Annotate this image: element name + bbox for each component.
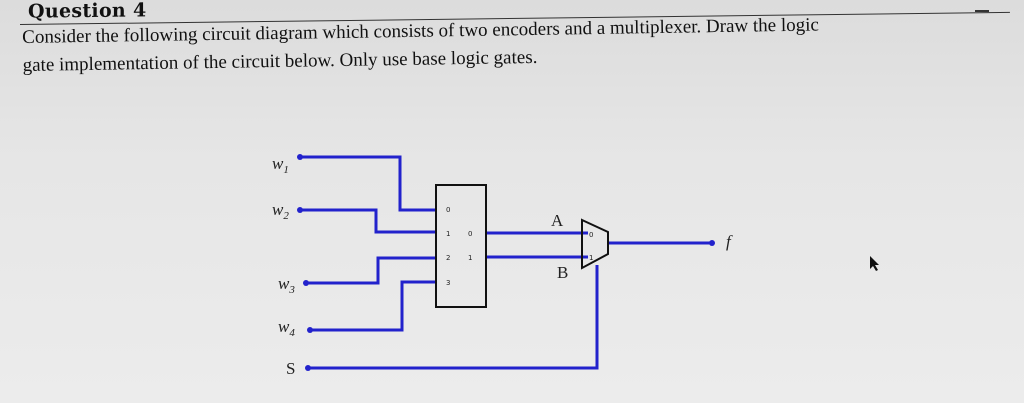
input-label-w1: w1 [272, 154, 289, 176]
encoder-block [435, 184, 487, 308]
terminal-f [709, 240, 715, 246]
output-label-f: f [726, 232, 733, 251]
wire-label-a: A [551, 211, 564, 230]
wires [300, 155, 712, 370]
wire-s [308, 265, 599, 370]
encoder-out-0: 0 [468, 230, 472, 238]
corner-mark [975, 10, 989, 12]
terminal-s [305, 365, 311, 371]
wire-w3 [306, 256, 436, 285]
encoder-out-1: 1 [468, 254, 472, 262]
encoder-in-1: 1 [446, 230, 450, 238]
terminal-w2 [297, 207, 303, 213]
input-label-s: S [286, 359, 295, 378]
input-label-w3: w3 [278, 274, 295, 296]
input-label-w4: w4 [278, 317, 295, 339]
mouse-pointer-icon [870, 256, 879, 271]
mux-in-1: 1 [589, 254, 593, 262]
terminals [297, 154, 715, 371]
terminal-w3 [303, 280, 309, 286]
terminal-w1 [297, 154, 303, 160]
wire-w2 [300, 208, 436, 234]
encoder-in-3: 3 [446, 279, 450, 287]
mux-in-0: 0 [589, 231, 593, 239]
multiplexer [581, 218, 609, 270]
wire-w1 [300, 155, 436, 212]
input-label-w2: w2 [272, 200, 289, 222]
wire-label-b: B [557, 263, 568, 282]
terminal-w4 [307, 327, 313, 333]
wire-w4 [310, 280, 436, 332]
encoder-in-2: 2 [446, 254, 450, 262]
encoder-in-0: 0 [446, 206, 450, 214]
